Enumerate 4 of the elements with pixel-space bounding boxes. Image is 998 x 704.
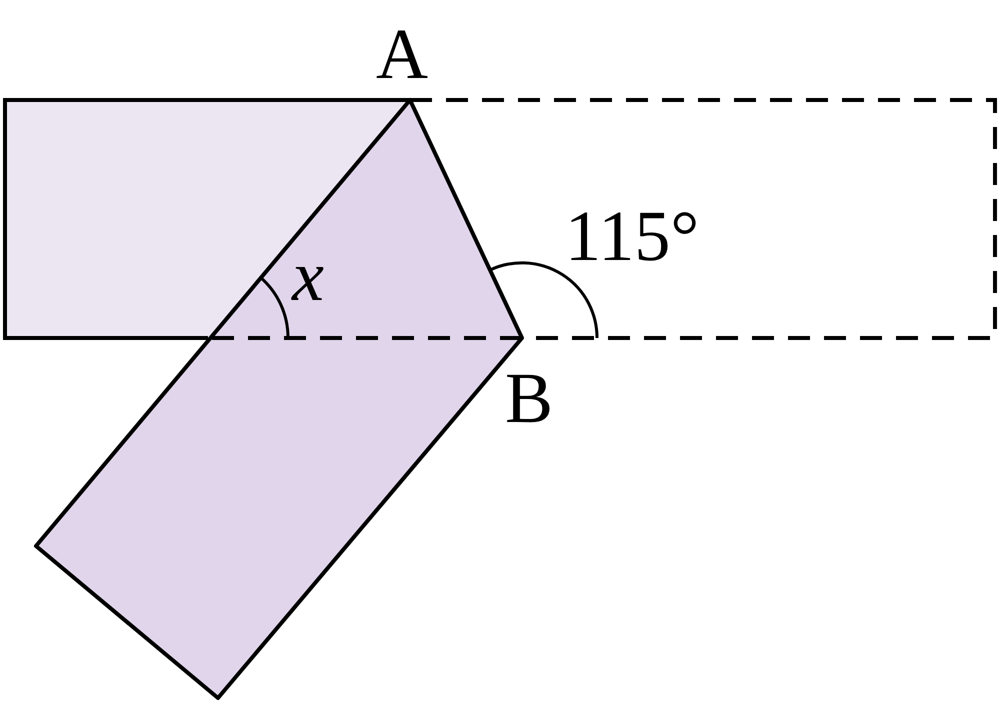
angle-label: 115° bbox=[565, 200, 700, 272]
angle-label: x bbox=[292, 240, 324, 312]
vertex-label: B bbox=[505, 362, 554, 434]
vertex-label: A bbox=[376, 18, 428, 90]
